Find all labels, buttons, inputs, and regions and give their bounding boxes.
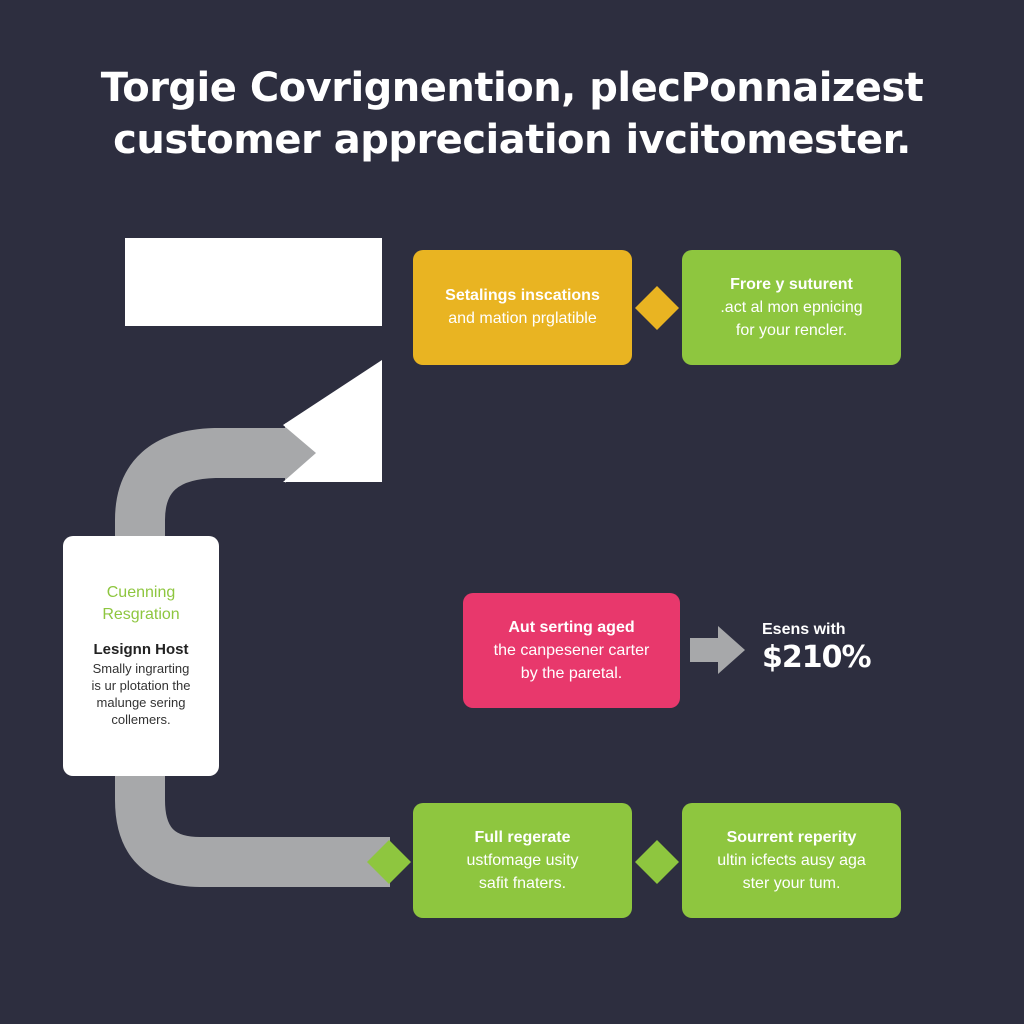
card-line: ustfomage usity [466,851,579,869]
result-arrow [690,626,745,674]
card-line: the canpesener carter [493,641,650,659]
flow-arrowhead [285,423,318,483]
side-card-line: malunge sering [96,695,186,710]
card-green-bottom-right: Sourrent reperity ultin icfects ausy aga… [682,803,901,918]
diamond-bottom-mid [635,840,679,884]
card-heading: Full regerate [474,828,571,846]
card-orange: Setalings inscations and mation prglatib… [413,250,632,365]
side-card: Cuenning Resgration Lesignn Host Smally … [63,536,219,776]
side-card-title-2: Resgration [102,606,180,623]
card-line: safit fnaters. [478,874,567,892]
blank-white-block [125,238,382,326]
card-heading: Setalings inscations [445,287,600,304]
title-line-2: customer appreciation ivcitomester. [113,117,911,163]
result-label: Esens with [762,621,846,638]
card-green-top: Frore y suturent .act al mon epnicing fo… [682,250,901,365]
diagram-title: Torgie Covrignention, plecPonnaizest cus… [0,62,1024,166]
side-card-line: Smally ingrarting [92,661,190,676]
card-line: and mation prglatible [448,310,597,327]
card-heading: Frore y suturent [730,275,853,293]
result-value: $210% [762,640,872,675]
side-card-line: collemers. [111,712,171,727]
card-line: ultin icfects ausy aga [717,851,866,869]
card-green-bottom-left: Full regerate ustfomage usity safit fnat… [413,803,632,918]
card-line: by the paretal. [520,664,623,682]
card-line: .act al mon epnicing [720,298,863,316]
side-card-title-1: Cuenning [106,584,176,601]
side-card-heading: Lesignn Host [93,641,189,658]
card-line: ster your tum. [742,874,841,892]
card-line: for your rencler. [735,321,848,339]
diamond-bottom-left [367,840,411,884]
title-line-1: Torgie Covrignention, plecPonnaizest [100,65,924,111]
card-heading: Sourrent reperity [726,828,857,846]
diamond-top [635,286,679,330]
card-pink: Aut serting aged the canpesener carter b… [463,593,680,708]
card-heading: Aut serting aged [508,618,635,636]
white-triangle [283,360,382,482]
result-metric: Esens with $210% [762,620,872,676]
side-card-line: is ur plotation the [91,678,191,693]
flow-curve [115,428,390,887]
